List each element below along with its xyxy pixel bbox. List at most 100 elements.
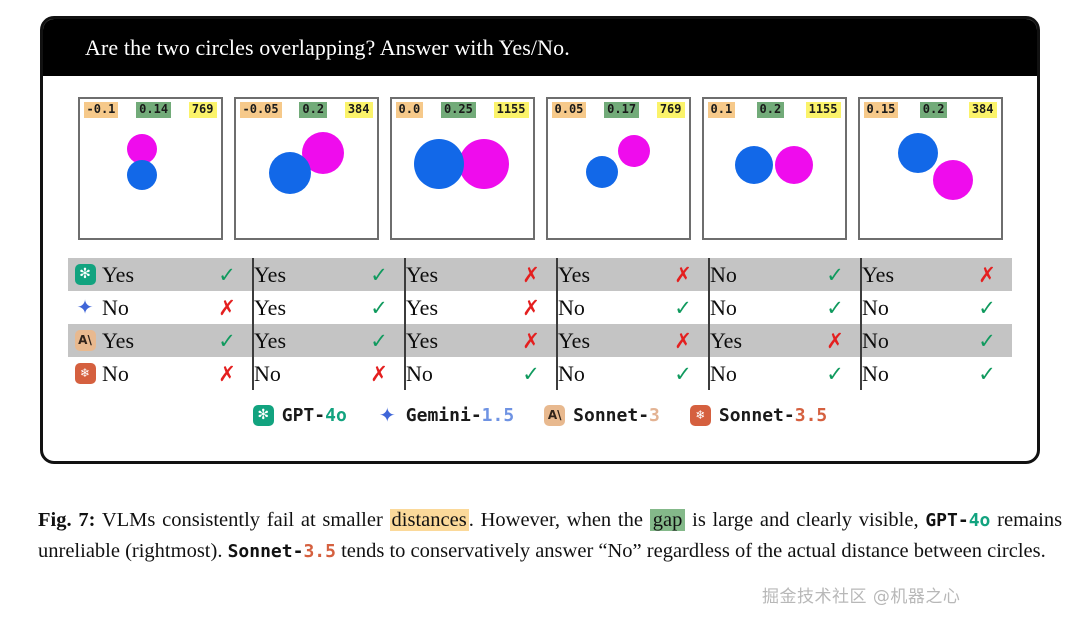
correct-mark-icon: ✓ (370, 295, 388, 320)
answer-cell: Yes (404, 258, 506, 291)
figure-card: Are the two circles overlapping? Answer … (40, 16, 1040, 464)
panel-tag-radius: 0.2 (756, 102, 785, 118)
legend-label: GPT-4o (282, 405, 347, 426)
answer-cell: No (252, 357, 354, 390)
correct-mark-icon: ✓ (674, 361, 692, 386)
blue-circle (413, 139, 464, 189)
legend-label: Sonnet-3 (573, 405, 660, 426)
blue-circle (897, 133, 938, 173)
anthropic-logo-icon: A\ (74, 330, 96, 351)
caption-part4: remains unreliable (rightmost). (38, 509, 1063, 562)
answer-cell: No (708, 258, 810, 291)
openai-logo-icon: ✻ (74, 264, 96, 285)
panel-tag-distance: 0.0 (395, 102, 424, 118)
answer-cell: No (556, 291, 658, 324)
row-model-icon-cell: ✦ (68, 291, 102, 324)
legend-model-version: 1.5 (481, 405, 515, 426)
magenta-circle (774, 146, 813, 184)
legend-model-version: 4o (325, 405, 347, 426)
caption-highlight-gap: gap (649, 509, 686, 531)
stimulus-panel: 0.0 0.25 1155 (389, 97, 535, 240)
answer-cell: No (556, 357, 658, 390)
legend-model-name: Sonnet- (573, 405, 650, 426)
magenta-circle (126, 134, 157, 164)
correct-mark-icon: ✓ (826, 361, 844, 386)
panel-tag-distance: 0.15 (863, 102, 899, 118)
wrong-mark-icon: ✗ (962, 258, 1012, 291)
panel-tag-area: 1155 (493, 102, 529, 118)
panel-tag-radius: 0.14 (136, 102, 172, 118)
answer-cell: No (102, 360, 129, 386)
caption-part1: VLMs consistently fail at smaller (101, 509, 383, 531)
answer-cell: No (860, 324, 962, 357)
model-answers-body: ✻Yes✓Yes✓Yes✗Yes✗No✓Yes✗✦No✗Yes✓Yes✗No✓N… (68, 258, 1012, 390)
wrong-mark-icon: ✗ (218, 361, 236, 386)
answer-cell: Yes (102, 258, 202, 291)
correct-mark-icon: ✓ (674, 295, 692, 320)
prompt-bar: Are the two circles overlapping? Answer … (43, 19, 1037, 76)
answer-cell: No (102, 294, 129, 320)
legend-label: Sonnet-3.5 (719, 405, 827, 426)
legend-item-gpt4o: ✻ GPT-4o (252, 405, 347, 426)
row-model-icon-cell: A\ (68, 324, 102, 357)
legend-model-version: 3 (649, 405, 660, 426)
panel-tag-radius: 0.17 (604, 102, 640, 118)
caption-part2: . However, when the (468, 509, 643, 531)
figure-caption: Fig. 7: VLMs consistently fail at smalle… (38, 505, 1062, 567)
legend-item-sonnet3: A\Sonnet-3 (544, 405, 660, 426)
legend-model-name: GPT- (281, 405, 326, 426)
correct-mark-icon: ✓ (202, 324, 253, 357)
gemini-sparkle-icon: ✦ (76, 297, 94, 318)
correct-mark-icon: ✓ (522, 361, 540, 386)
panel-tag-area: 1155 (805, 102, 841, 118)
answer-cell: Yes (252, 324, 354, 357)
wrong-mark-icon: ✗ (506, 324, 557, 357)
panel-canvas (80, 121, 221, 238)
panel-canvas (236, 121, 377, 238)
prompt-text: Are the two circles overlapping? Answer … (85, 34, 570, 60)
model-legend: ✻ GPT-4o ✦Gemini-1.5 A\Sonnet-3 ❄Sonnet-3.5 (43, 405, 1037, 426)
panel-tag-distance: 0.05 (551, 102, 587, 118)
answer-cell: No (708, 357, 810, 390)
answer-cell: No (404, 357, 506, 390)
wrong-mark-icon: ✗ (658, 258, 709, 291)
table-row: ❄No✗No✗No✓No✓No✓No✓ (68, 357, 1012, 390)
answer-cell: No (708, 291, 810, 324)
caption-gpt-mention: GPT-4o (925, 510, 991, 531)
panel-tag-row: 0.0 0.25 1155 (392, 99, 533, 118)
legend-model-name: Sonnet- (718, 405, 795, 426)
blue-circle (734, 146, 773, 184)
openai-logo-icon: ✻ (252, 405, 274, 426)
row-model-icon-cell: ❄ (68, 357, 102, 390)
panel-tag-area: 769 (656, 102, 685, 118)
caption-label: Fig. 7: (38, 509, 96, 531)
panel-tag-row: 0.05 0.17 769 (548, 99, 689, 118)
table-row: A\Yes✓Yes✓Yes✗Yes✗Yes✗No✓ (68, 324, 1012, 357)
panel-tag-area: 384 (344, 102, 373, 118)
answer-cell: Yes (708, 324, 810, 357)
magenta-circle (617, 135, 650, 167)
model-answers-table: ✻Yes✓Yes✓Yes✗Yes✗No✓Yes✗✦No✗Yes✓Yes✗No✓N… (68, 258, 1012, 390)
caption-highlight-distances: distances (389, 509, 469, 531)
correct-mark-icon: ✓ (962, 324, 1012, 357)
legend-item-gemini15: ✦Gemini-1.5 (377, 405, 514, 426)
panel-canvas (704, 121, 845, 238)
panel-tag-radius: 0.25 (440, 102, 476, 118)
blue-circle (585, 156, 618, 188)
panel-tag-radius: 0.2 (919, 102, 948, 118)
answer-cell: Yes (556, 258, 658, 291)
panel-canvas (548, 121, 689, 238)
table-row: ✻Yes✓Yes✓Yes✗Yes✗No✓Yes✗ (68, 258, 1012, 291)
wrong-mark-icon: ✗ (218, 295, 236, 320)
gemini-sparkle-icon: ✦ (378, 405, 396, 426)
answer-cell: Yes (404, 291, 506, 324)
answer-cell: Yes (102, 324, 202, 357)
legend-item-sonnet35: ❄Sonnet-3.5 (689, 405, 827, 426)
answer-cell: No (860, 357, 962, 390)
